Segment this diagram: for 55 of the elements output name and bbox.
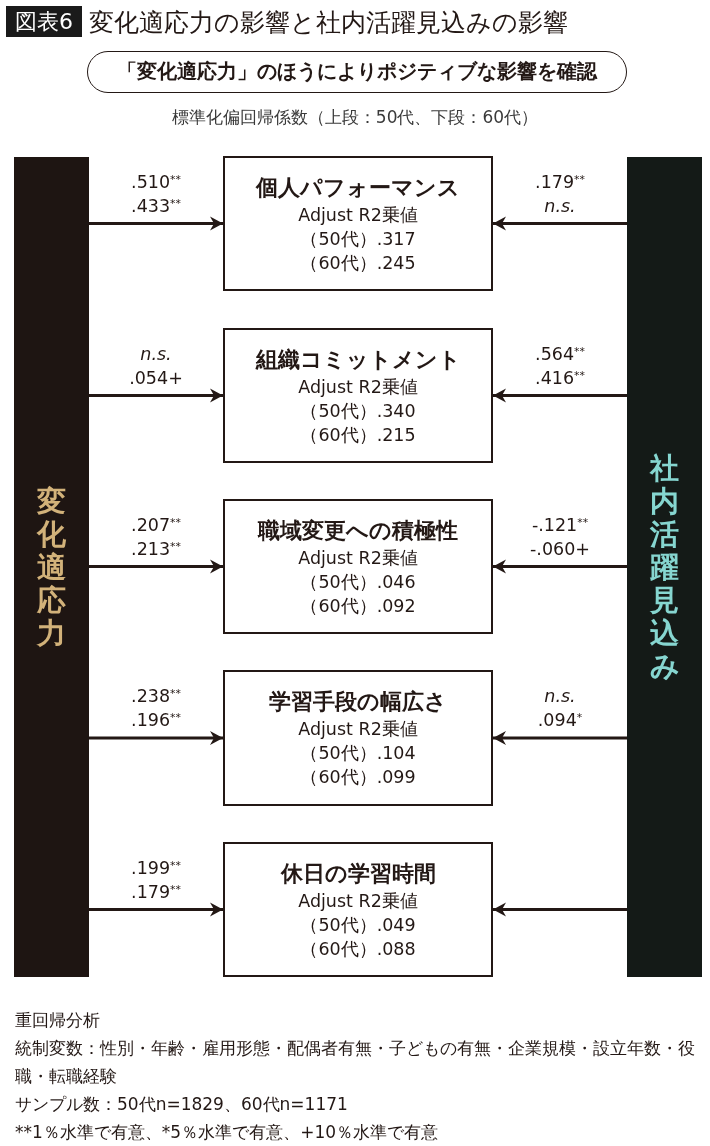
arrow bbox=[89, 559, 223, 574]
arrow bbox=[89, 216, 223, 231]
arrow bbox=[493, 731, 627, 745]
box-stat: （50代）.049 bbox=[300, 914, 416, 937]
edge-label: -.121$^{**}$ -.060+ bbox=[529, 513, 591, 561]
box-stat: Adjust R2乗値 bbox=[298, 376, 418, 399]
box-stat: （60代）.092 bbox=[300, 595, 416, 618]
factor-bar bbox=[14, 157, 89, 977]
arrow bbox=[493, 216, 627, 231]
edge-label: .199$^{**}$ .179$^{**}$ bbox=[130, 856, 182, 904]
figure-number: 図表6 bbox=[6, 6, 82, 37]
edge-label: .564$^{**}$ .416$^{**}$ bbox=[534, 342, 586, 390]
outcome-box bbox=[223, 842, 493, 977]
edge-label: .510$^{**}$ .433$^{**}$ bbox=[130, 170, 182, 218]
outcome-box bbox=[223, 156, 493, 291]
arrow bbox=[89, 731, 223, 745]
box-heading: 学習手段の幅広さ bbox=[269, 688, 447, 716]
outcome-box bbox=[223, 328, 493, 463]
arrow bbox=[89, 388, 223, 403]
box-stat: Adjust R2乗値 bbox=[298, 718, 418, 741]
arrow bbox=[493, 902, 627, 917]
footnote: サンプル数：50代n=1829、60代n=1171 bbox=[15, 1093, 349, 1116]
box-stat: （60代）.215 bbox=[300, 424, 416, 447]
bar-label: 変化適応力 bbox=[35, 484, 67, 650]
coefficient-note: 標準化偏回帰係数（上段：50代、下段：60代） bbox=[170, 106, 540, 129]
arrow bbox=[493, 559, 627, 574]
box-stat: （50代）.340 bbox=[300, 400, 416, 423]
box-stat: Adjust R2乗値 bbox=[298, 890, 418, 913]
edge-label: .179$^{**}$ n.s. bbox=[534, 170, 586, 218]
edge-label: .207$^{**}$ .213$^{**}$ bbox=[130, 513, 182, 561]
box-heading: 個人パフォーマンス bbox=[256, 174, 460, 202]
box-stat: （50代）.317 bbox=[300, 228, 416, 251]
edge-label: n.s. .054+ bbox=[128, 342, 184, 390]
box-heading: 休日の学習時間 bbox=[280, 860, 436, 888]
box-stat: Adjust R2乗値 bbox=[298, 547, 418, 570]
footnote: 統制変数：性別・年齢・雇用形態・配偶者有無・子どもの有無・企業規模・設立年数・役職・転職経験 bbox=[15, 1037, 696, 1088]
arrow bbox=[493, 388, 627, 403]
box-stat: Adjust R2乗値 bbox=[298, 204, 418, 227]
box-stat: （50代）.104 bbox=[300, 742, 416, 765]
chart-title: 変化適応力の影響と社内活躍見込みの影響 bbox=[89, 7, 568, 39]
bar-label: 社内活躍見込み bbox=[648, 451, 681, 683]
box-stat: （50代）.046 bbox=[300, 571, 416, 594]
box-heading: 組織コミットメント bbox=[255, 346, 461, 374]
arrow bbox=[89, 902, 223, 917]
outcome-box bbox=[223, 670, 493, 806]
box-stat: （60代）.099 bbox=[300, 766, 416, 789]
edge-label: .238$^{**}$ .196$^{**}$ bbox=[130, 685, 182, 732]
factor-bar bbox=[627, 157, 702, 977]
box-stat: （60代）.245 bbox=[300, 252, 416, 275]
edge-label: n.s. .094$^{*}$ bbox=[536, 685, 584, 732]
box-heading: 職域変更への積極性 bbox=[258, 517, 458, 545]
footnote: **1％水準で有意、*5％水準で有意、+10％水準で有意 bbox=[15, 1121, 439, 1144]
footnote: 重回帰分析 bbox=[15, 1009, 101, 1032]
box-stat: （60代）.088 bbox=[300, 938, 416, 961]
outcome-box bbox=[223, 499, 493, 634]
